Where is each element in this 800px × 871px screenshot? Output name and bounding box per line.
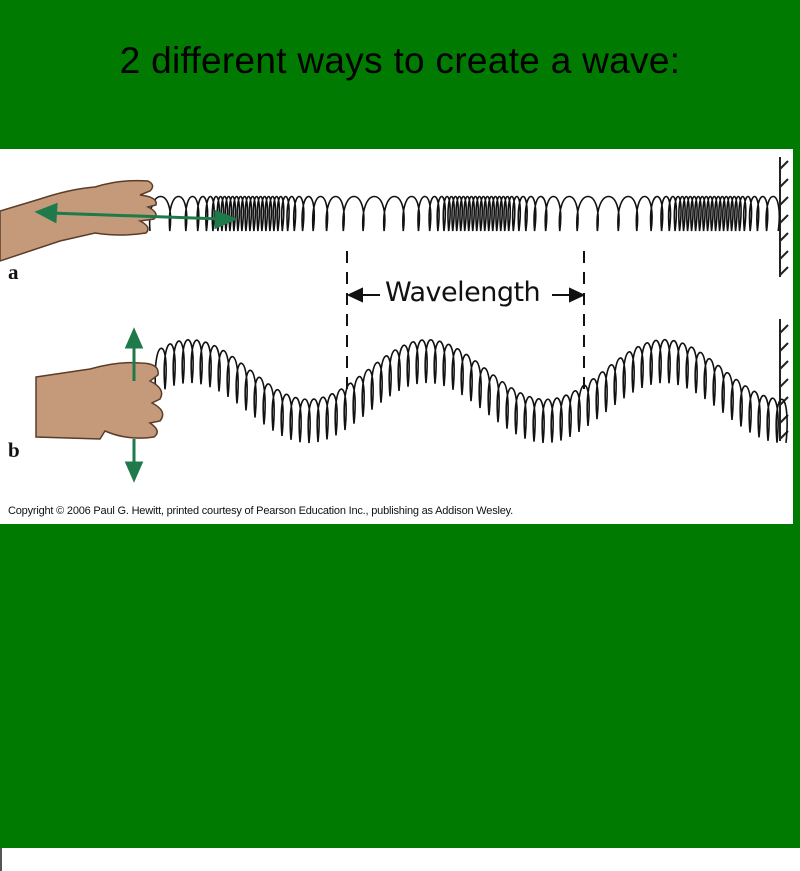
slide-background: 2 different ways to create a wave:: [0, 0, 800, 848]
wavelength-markers: [346, 251, 586, 389]
copyright-text: Copyright © 2006 Paul G. Hewitt, printed…: [8, 505, 514, 517]
horizontal-motion-arrow: [34, 202, 238, 230]
hand-top: [0, 179, 157, 262]
wave-diagram-svg: [0, 157, 789, 483]
slide-title: 2 different ways to create a wave:: [119, 40, 681, 81]
vertical-motion-arrow: [124, 327, 144, 483]
wall-bottom: [779, 319, 789, 441]
wave-figure: a b Wavelength Copyright © 2006 Paul G. …: [0, 149, 793, 524]
panel-a-label: a: [8, 260, 19, 284]
longitudinal-spring: [148, 195, 781, 232]
panel-b-label: b: [8, 438, 20, 462]
wavelength-label: Wavelength: [385, 277, 541, 308]
wall-top: [779, 157, 789, 277]
hand-bottom: [35, 361, 164, 440]
edge-strip: [0, 848, 2, 871]
transverse-spring: [154, 338, 788, 444]
